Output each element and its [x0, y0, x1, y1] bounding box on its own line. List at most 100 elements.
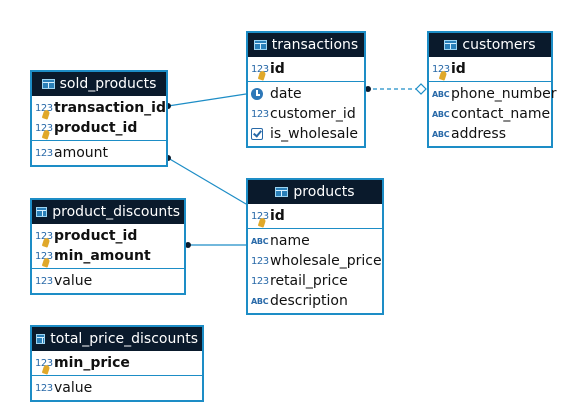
table-header[interactable]: transactions: [248, 33, 364, 57]
number-type-icon: 123: [251, 255, 269, 267]
column-name: date: [270, 86, 302, 102]
column-name: retail_price: [270, 273, 348, 289]
table-header[interactable]: total_price_discounts: [32, 327, 202, 351]
number-type-icon: 123: [251, 275, 269, 287]
column-name: value: [54, 380, 93, 396]
table-header[interactable]: product_discounts: [32, 200, 184, 224]
table-title: products: [293, 184, 355, 200]
column-name: product_id: [54, 228, 138, 244]
relationship-sold-products-transactions: [167, 93, 247, 107]
relationship-endpoint-diamond: [415, 83, 427, 95]
column-name: is_wholesale: [270, 126, 358, 142]
column-name: min_price: [54, 355, 130, 371]
number-type-icon: 123: [35, 382, 53, 394]
column-name: id: [270, 208, 285, 224]
text-type-icon: ABC: [432, 89, 450, 99]
column-name: transaction_id: [54, 100, 166, 116]
column-date[interactable]: date: [248, 84, 364, 104]
table-header[interactable]: customers: [429, 33, 551, 57]
table-icon: [444, 40, 458, 50]
table-title: product_discounts: [52, 204, 180, 220]
table-icon: [41, 79, 55, 89]
table-header[interactable]: products: [248, 180, 382, 204]
column-name: wholesale_price: [270, 253, 382, 269]
column-name: amount: [54, 145, 109, 161]
column-name: id: [270, 61, 285, 77]
column-is-wholesale[interactable]: is_wholesale: [248, 124, 364, 144]
number-key-icon: 123: [432, 63, 450, 75]
table-header[interactable]: sold_products: [32, 72, 166, 96]
relationship-endpoint-dot: [185, 242, 191, 248]
number-type-icon: 123: [35, 147, 53, 159]
number-key-icon: 123: [251, 63, 269, 75]
relationship-endpoint-dot: [365, 86, 371, 92]
clock-icon: [251, 88, 263, 100]
number-key-icon: 123: [35, 250, 53, 262]
table-title: total_price_discounts: [50, 331, 198, 347]
text-type-icon: ABC: [432, 129, 450, 139]
table-title: transactions: [271, 37, 359, 53]
column-name: address: [451, 126, 507, 142]
column-name: description: [270, 293, 348, 309]
table-icon: [253, 40, 267, 50]
number-type-icon: 123: [251, 108, 269, 120]
table-icon: [36, 207, 48, 217]
number-key-icon: 123: [251, 210, 269, 222]
text-type-icon: ABC: [251, 236, 269, 246]
number-key-icon: 123: [35, 122, 53, 134]
number-type-icon: 123: [35, 275, 53, 287]
column-name: phone_number: [451, 86, 557, 102]
table-icon: [36, 334, 46, 344]
number-key-icon: 123: [35, 230, 53, 242]
column-name: id: [451, 61, 466, 77]
checkbox-icon: [251, 128, 263, 140]
table-title: sold_products: [59, 76, 157, 92]
column-name: min_amount: [54, 248, 151, 264]
table-title: customers: [462, 37, 536, 53]
relationship-sold-products-products: [167, 157, 247, 205]
column-name: value: [54, 273, 93, 289]
table-icon: [275, 187, 289, 197]
column-name: contact_name: [451, 106, 551, 122]
text-type-icon: ABC: [432, 109, 450, 119]
number-key-icon: 123: [35, 357, 53, 369]
column-name: customer_id: [270, 106, 356, 122]
